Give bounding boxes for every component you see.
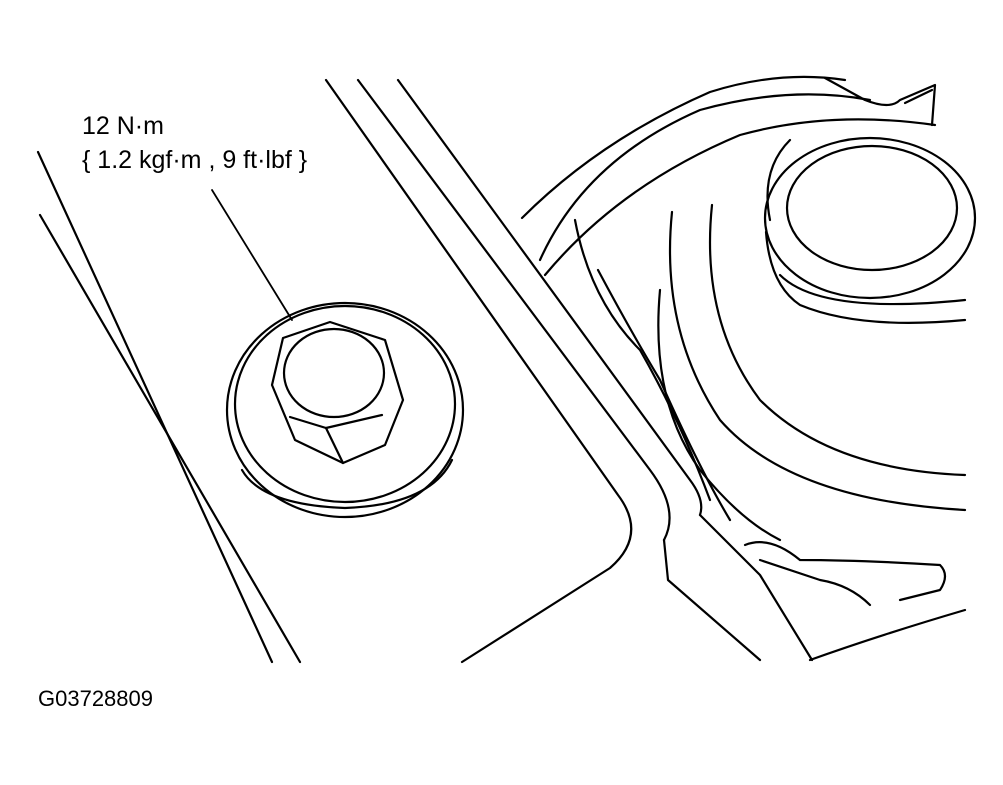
bracket-outer-edge (38, 152, 272, 662)
mount-body-left (658, 290, 780, 540)
bracket-inner-edge (40, 215, 300, 662)
strut-mount (522, 77, 975, 660)
bolt-hex-edge-vertical (326, 428, 343, 463)
mount-base-bracket (745, 542, 945, 600)
mount-cup-rim (765, 138, 975, 298)
mount-body-right (768, 140, 791, 220)
mount-flange-side-2 (598, 270, 730, 520)
bolt-hex-head (272, 322, 403, 463)
bolt-washer-outer (227, 303, 463, 517)
mount-outer-contour-3 (545, 119, 935, 275)
mount-outer-contour-1 (522, 77, 845, 218)
mount-top-wedge (905, 90, 932, 103)
bracket-fold-line-1 (358, 80, 670, 540)
mount-body-ring-2 (710, 205, 965, 475)
mount-flange-side (575, 220, 710, 500)
bracket-fold-line-2 (398, 80, 701, 515)
mount-cup-wall-left (766, 232, 965, 323)
bracket-lower-edge (664, 540, 760, 660)
bolt-top-face (284, 329, 384, 417)
mount-base-bracket-2 (760, 560, 870, 605)
torque-leader-line (212, 190, 292, 320)
mount-lower-arc (810, 610, 965, 660)
bracket-plate-edge (326, 80, 631, 662)
mount-cup-inner-rim (787, 146, 957, 270)
hex-bolt (227, 303, 463, 517)
bolt-washer-inner (235, 306, 455, 502)
mounting-bracket (38, 80, 812, 662)
mount-body-ring-1 (670, 212, 965, 510)
torque-value-conversions: { 1.2 kgf·m , 9 ft·lbf } (82, 146, 308, 174)
torque-value-metric: 12 N·m (82, 112, 164, 140)
bolt-hex-edge-left (290, 417, 326, 428)
bolt-flange-lower-rim (242, 460, 452, 508)
mount-top-flange (825, 78, 935, 125)
bracket-step-edge (700, 515, 812, 660)
figure-reference-code: G03728809 (38, 686, 153, 711)
mount-outer-contour-2 (540, 94, 870, 260)
mount-cup-wall-shadow (780, 275, 965, 304)
bolt-hex-edge-right (326, 415, 382, 428)
